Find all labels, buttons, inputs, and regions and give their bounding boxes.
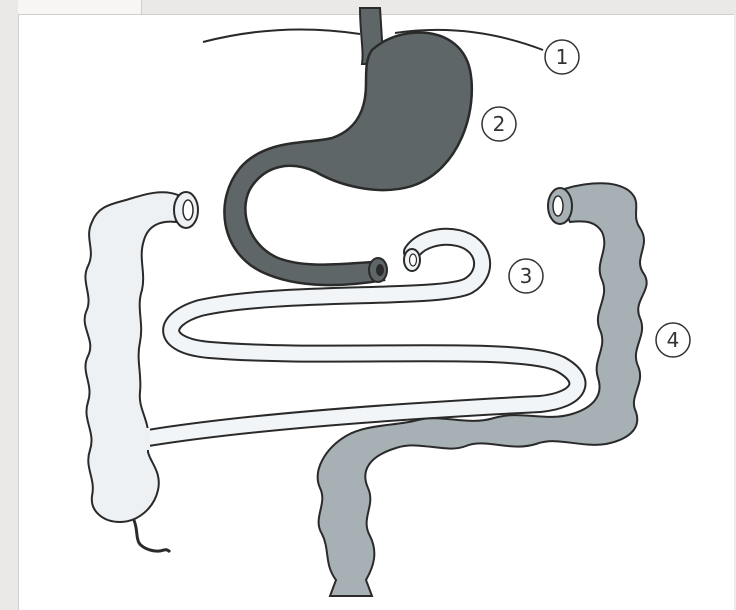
callout-2-text: 2 xyxy=(493,112,506,136)
callout-4-text: 4 xyxy=(667,328,680,352)
callout-4: 4 xyxy=(656,323,690,357)
callout-1: 1 xyxy=(545,40,579,74)
callout-3-text: 3 xyxy=(520,264,533,288)
ascending-colon xyxy=(85,192,178,522)
callout-2: 2 xyxy=(482,107,516,141)
callout-1-text: 1 xyxy=(556,45,569,69)
callout-3: 3 xyxy=(509,259,543,293)
